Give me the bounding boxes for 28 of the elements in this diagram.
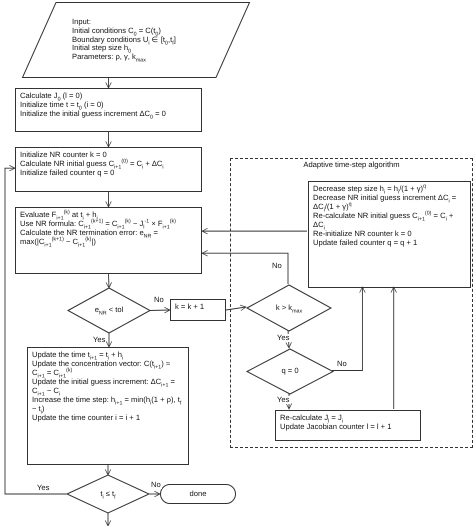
arrow (148, 490, 160, 498)
arrow (332, 286, 366, 371)
decision-diamond (68, 288, 150, 333)
process-box (15, 207, 202, 274)
arrow (104, 464, 112, 476)
arrow (105, 192, 112, 208)
arrow (202, 250, 288, 284)
process-box (170, 299, 226, 321)
arrow (105, 78, 112, 88)
decision-diamond (247, 285, 331, 331)
terminal-box (160, 484, 236, 504)
arrow (150, 307, 170, 314)
arrow (106, 274, 112, 288)
process-box (27, 347, 189, 465)
decision-diamond (67, 475, 149, 513)
arrow (105, 132, 112, 148)
arrow (202, 228, 308, 234)
arrow (390, 286, 397, 410)
process-box (15, 147, 202, 192)
arrow (104, 512, 112, 526)
arrow (226, 304, 246, 311)
input-parallelogram (22, 2, 250, 78)
process-box (275, 410, 421, 441)
arrow (106, 332, 112, 348)
process-box (308, 181, 471, 288)
process-box (15, 88, 202, 132)
arrow (4, 165, 68, 494)
decision-diamond (247, 349, 333, 394)
